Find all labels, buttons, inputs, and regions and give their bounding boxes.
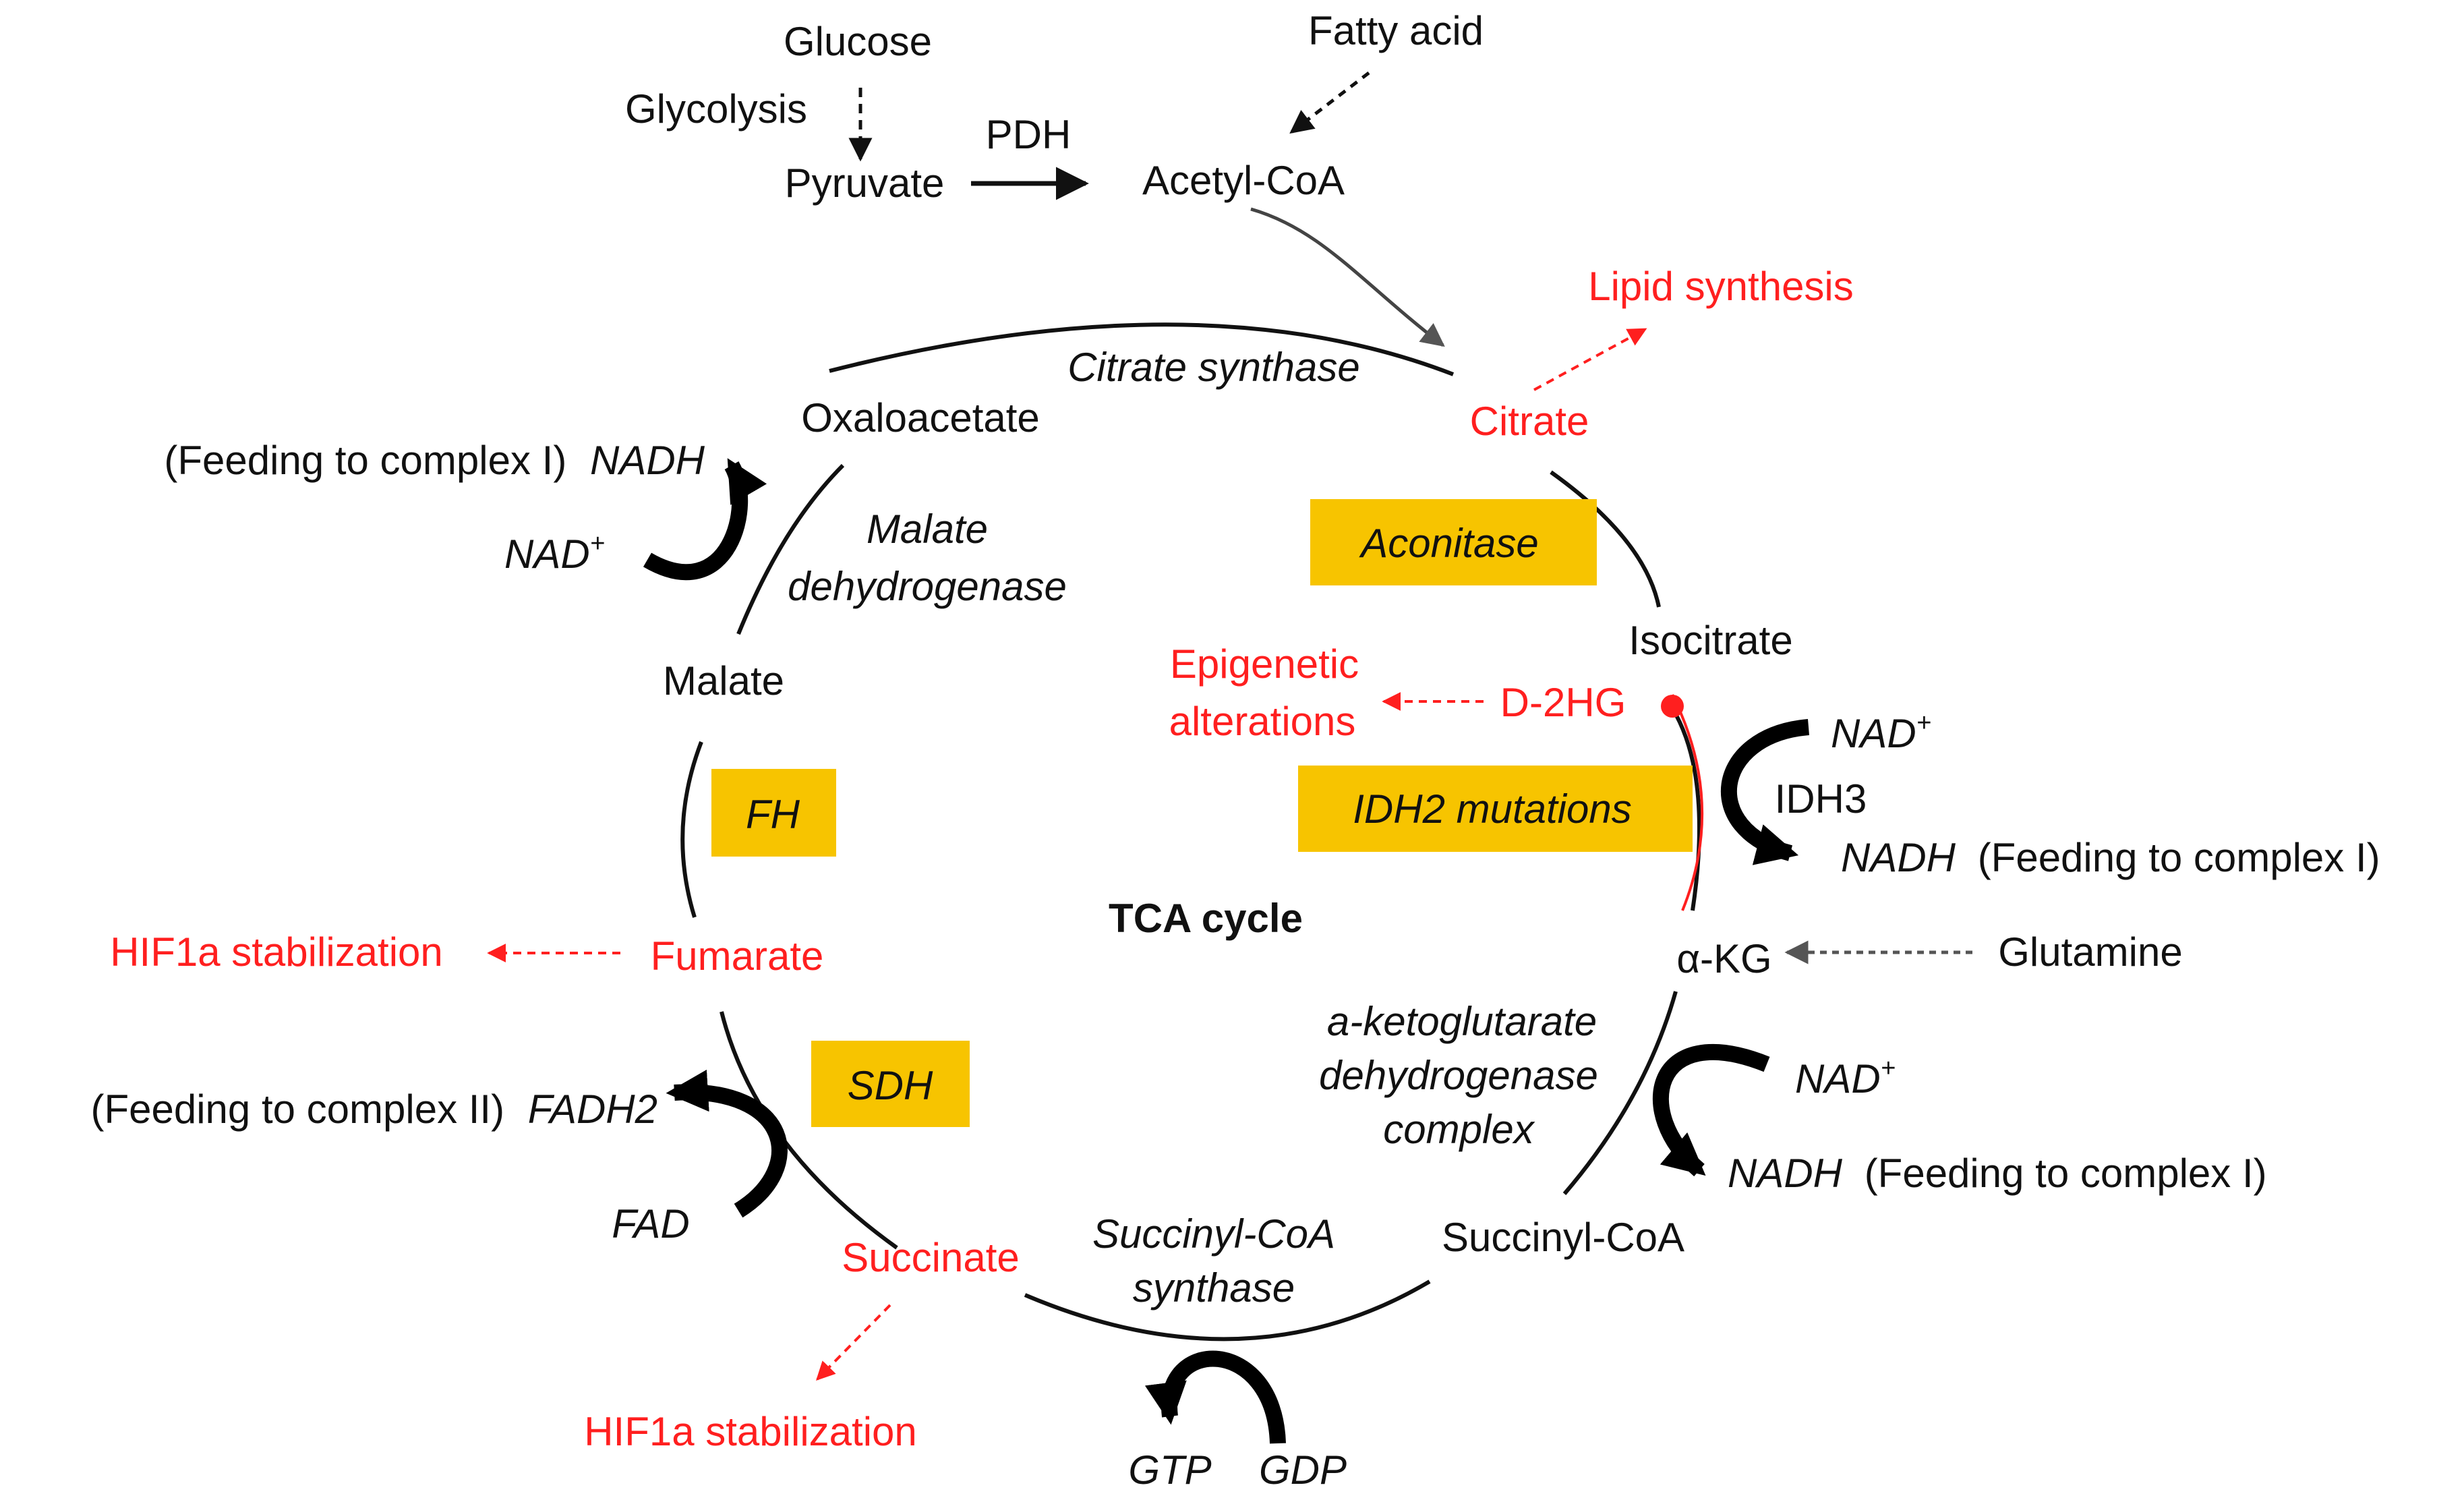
acetyl-coa-to-citrate-arrow bbox=[1250, 207, 1445, 347]
sdh-label: SDH bbox=[848, 1063, 933, 1108]
hif1a-fumarate-label: HIF1a stabilization bbox=[110, 929, 443, 975]
akgdh-nadh-feeding-label: NADH (Feeding to complex I) bbox=[1728, 1151, 2267, 1196]
d2hg-label: D-2HG bbox=[1500, 680, 1626, 725]
succinate-label: Succinate bbox=[842, 1235, 1020, 1280]
lipid-synthesis-label: Lipid synthesis bbox=[1588, 264, 1854, 309]
akg-label: α-KG bbox=[1676, 936, 1771, 981]
fatty-acid-arrow bbox=[1289, 71, 1370, 134]
sdh-box bbox=[811, 1041, 970, 1127]
idh2-mutations-label: IDH2 mutations bbox=[1353, 786, 1632, 832]
idh3-cofactor-arrow bbox=[1721, 719, 1810, 865]
gtp-label: GTP bbox=[1128, 1447, 1211, 1493]
fh-label: FH bbox=[746, 792, 800, 837]
epigenetic-line1: Epigenetic bbox=[1170, 641, 1359, 687]
fh-box bbox=[711, 769, 836, 857]
hif1a-succinate-label: HIF1a stabilization bbox=[584, 1409, 917, 1454]
aconitase-label: Aconitase bbox=[1359, 521, 1539, 566]
citrate-label: Citrate bbox=[1470, 399, 1589, 444]
succinyl-coa-synthase-line1: Succinyl-CoA bbox=[1092, 1211, 1335, 1257]
akgdh-label-line3: complex bbox=[1383, 1107, 1535, 1152]
isocitrate-label: Isocitrate bbox=[1629, 618, 1792, 663]
akgdh-cofactor-arrow bbox=[1652, 1043, 1770, 1177]
succinyl-coa-synthase-cofactor-arrow bbox=[1144, 1350, 1286, 1444]
idh3-nad-label: NAD+ bbox=[1831, 709, 1931, 756]
citrate-to-lipid-arrow bbox=[1533, 328, 1647, 391]
gdp-label: GDP bbox=[1259, 1447, 1347, 1493]
cycle-arcs bbox=[680, 322, 1701, 1342]
sdh-fad-label: FAD bbox=[612, 1201, 690, 1246]
sdh-cofactor-arrow bbox=[666, 1069, 788, 1218]
center-title: TCA cycle bbox=[1109, 896, 1303, 941]
succinate-to-hif1a-arrow bbox=[816, 1304, 891, 1381]
citrate-synthase-label: Citrate synthase bbox=[1067, 345, 1360, 390]
glucose-label: Glucose bbox=[784, 19, 932, 64]
pdh-label: PDH bbox=[986, 112, 1072, 157]
mdh-label-line2: dehydrogenase bbox=[788, 564, 1067, 609]
epigenetic-line2: alterations bbox=[1169, 699, 1356, 744]
idh3-nadh-feeding-label: NADH (Feeding to complex I) bbox=[1841, 835, 2380, 880]
akgdh-label-line2: dehydrogenase bbox=[1319, 1053, 1598, 1098]
malate-label: Malate bbox=[663, 658, 784, 703]
oxaloacetate-label: Oxaloacetate bbox=[801, 395, 1040, 440]
succinyl-coa-synthase-line2: synthase bbox=[1133, 1265, 1295, 1310]
aconitase-box bbox=[1310, 499, 1597, 585]
glycolysis-label: Glycolysis bbox=[625, 86, 807, 132]
idh2-mutations-box bbox=[1298, 766, 1693, 852]
acetyl-coa-label: Acetyl-CoA bbox=[1142, 158, 1345, 203]
akgdh-nad-label: NAD+ bbox=[1795, 1054, 1896, 1101]
mdh-nad-label: NAD+ bbox=[504, 529, 605, 577]
fatty-acid-label: Fatty acid bbox=[1308, 8, 1484, 53]
fumarate-label: Fumarate bbox=[651, 933, 824, 979]
d2hg-origin-dot bbox=[1661, 695, 1684, 718]
glutamine-label: Glutamine bbox=[1998, 929, 2182, 975]
mdh-nadh-feeding-label: (Feeding to complex I) NADH bbox=[164, 438, 705, 483]
pyruvate-label: Pyruvate bbox=[785, 161, 945, 206]
mdh-cofactor-arrow bbox=[643, 458, 767, 581]
succinyl-coa-label: Succinyl-CoA bbox=[1442, 1215, 1684, 1260]
mdh-label-line1: Malate bbox=[867, 507, 988, 552]
akgdh-label-line1: a-ketoglutarate bbox=[1327, 999, 1597, 1044]
idh2-mutation-red-arc bbox=[1671, 694, 1704, 911]
sdh-fadh2-feeding-label: (Feeding to complex II) FADH2 bbox=[90, 1087, 657, 1132]
idh3-label: IDH3 bbox=[1775, 776, 1867, 822]
